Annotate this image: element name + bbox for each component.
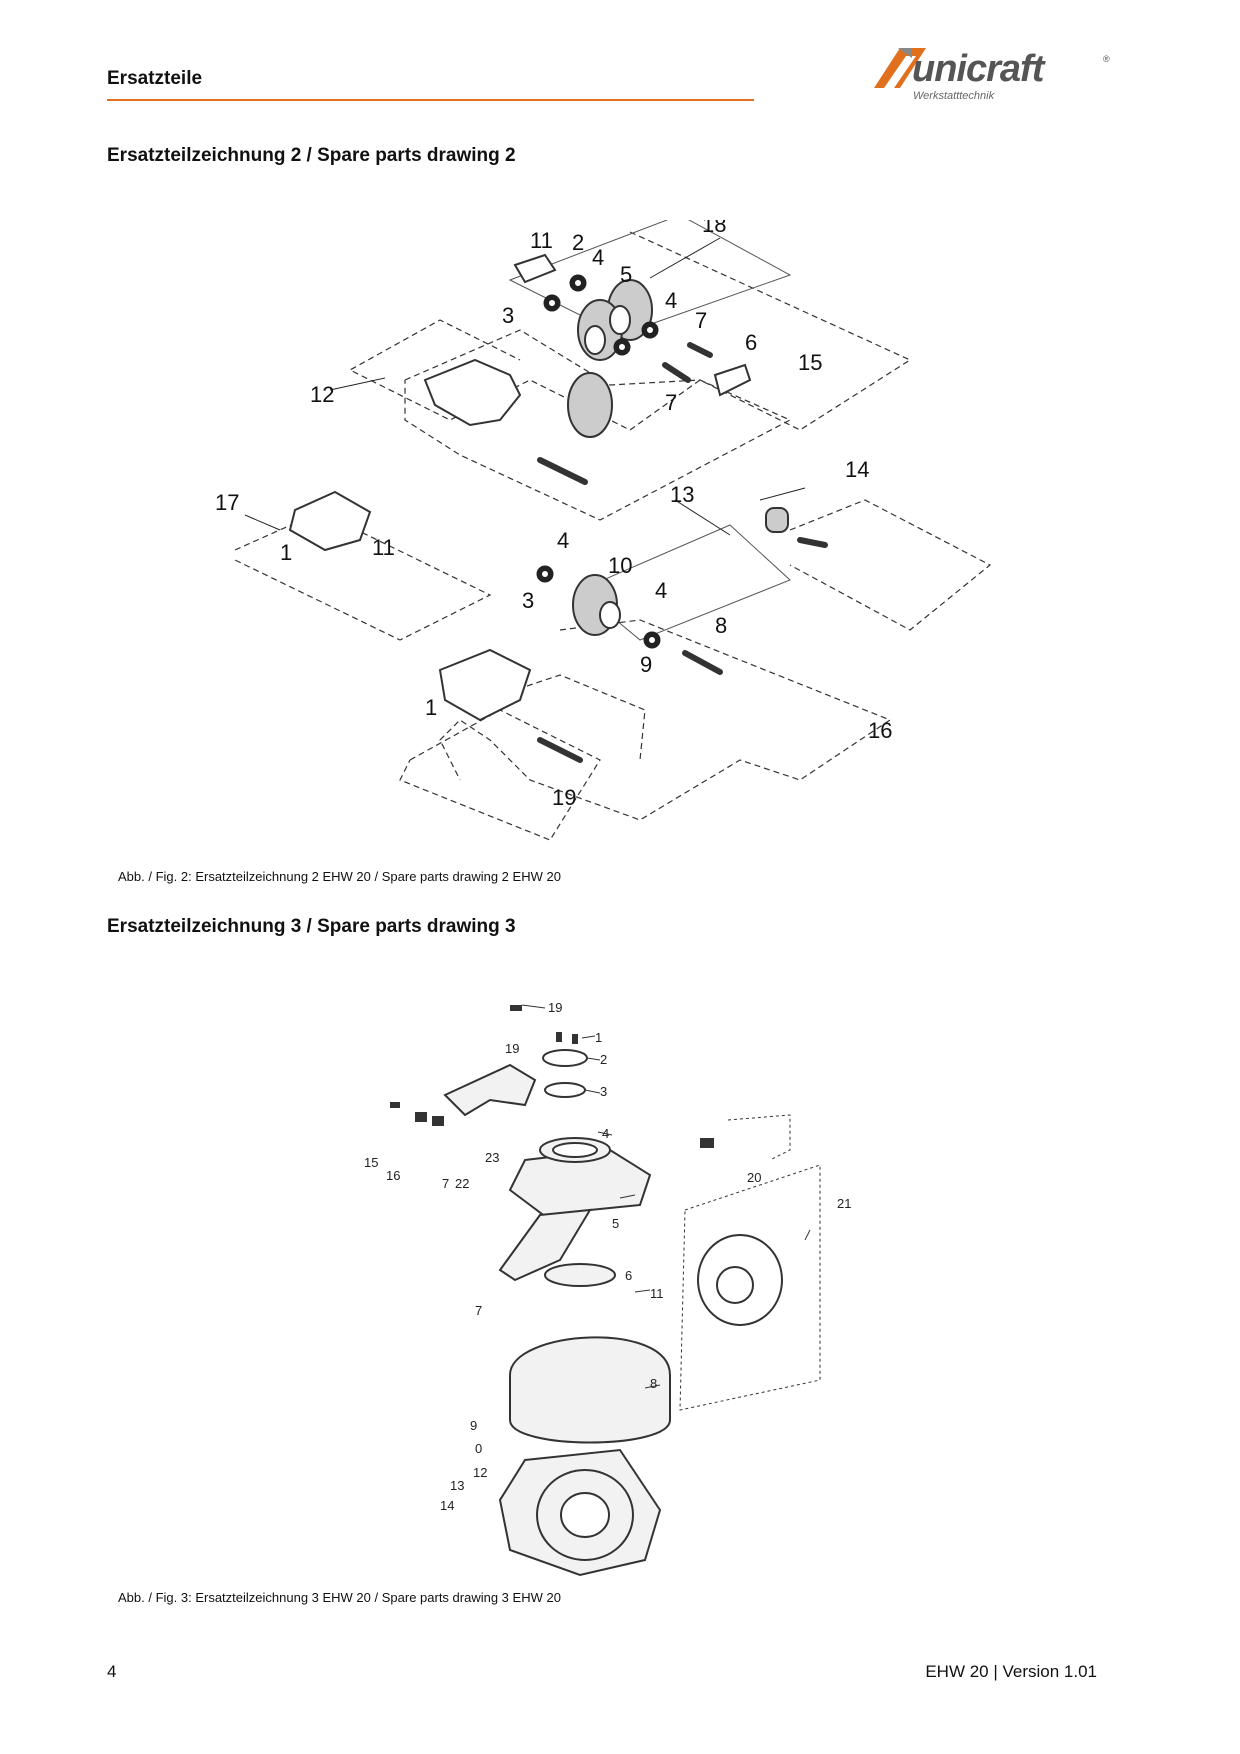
drawing2-label-3b: 3 <box>522 588 534 613</box>
drawing3-label-12: 12 <box>473 1465 487 1480</box>
drawing2-label-4a: 4 <box>592 245 604 270</box>
drawing3-label-14: 14 <box>440 1498 454 1513</box>
header-rule <box>107 99 754 101</box>
drawing3-label-9: 9 <box>470 1418 477 1433</box>
drawing2-label-2: 2 <box>572 230 584 255</box>
drawing2-label-5: 5 <box>620 262 632 287</box>
drawing3-label-4: 4 <box>602 1126 609 1141</box>
drawing2-label-4c: 4 <box>557 528 569 553</box>
drawing2-label-7a: 7 <box>695 308 707 333</box>
drawing2-label-4b: 4 <box>665 288 677 313</box>
drawing2-label-8: 8 <box>715 613 727 638</box>
drawing2-label-6: 6 <box>745 330 757 355</box>
drawing2-label-11b: 11 <box>372 535 395 560</box>
drawing3-label-3: 3 <box>600 1084 607 1099</box>
drawing2-label-18: 18 <box>702 220 726 237</box>
drawing3-label-7: 7 <box>475 1303 482 1318</box>
drawing3-label-15: 15 <box>364 1155 378 1170</box>
logo-wordmark: unicraft <box>912 48 1044 90</box>
drawing3-label-8: 8 <box>650 1376 657 1391</box>
drawing3-label-19a: 19 <box>548 1000 562 1015</box>
drawing2-label-12: 12 <box>310 382 334 407</box>
drawing2-label-4d: 4 <box>655 578 667 603</box>
drawing3-label-23: 23 <box>485 1150 499 1165</box>
drawing3-label-6: 6 <box>625 1268 632 1283</box>
logo-subtitle: Werkstatttechnik <box>913 90 995 102</box>
drawing2-title: Ersatzteilzeichnung 2 / Spare parts draw… <box>107 145 516 166</box>
drawing3-label-5: 5 <box>612 1216 619 1231</box>
unicraft-logo-icon <box>874 48 926 88</box>
drawing2-label-16: 16 <box>868 718 892 743</box>
drawing3-label-0: 0 <box>475 1441 482 1456</box>
logo-registered-mark: ® <box>1103 54 1110 64</box>
drawing2-caption: Abb. / Fig. 2: Ersatzteilzeichnung 2 EHW… <box>118 869 561 884</box>
spare-parts-drawing-2: 1 1 2 3 3 4 4 4 4 5 6 7 7 8 9 10 11 11 1… <box>215 220 992 841</box>
drawing2-label-15: 15 <box>798 350 822 375</box>
drawing3-label-13: 13 <box>450 1478 464 1493</box>
doc-version: EHW 20 | Version 1.01 <box>925 1662 1097 1681</box>
drawing2-label-14: 14 <box>845 457 869 482</box>
drawing2-label-1b: 1 <box>425 695 437 720</box>
drawing3-label-7b: 7 <box>442 1176 449 1191</box>
drawing3-label-20: 20 <box>747 1170 761 1185</box>
drawing2-label-17: 17 <box>215 490 239 515</box>
drawing2-label-19: 19 <box>552 785 576 810</box>
drawing2-label-9: 9 <box>640 652 652 677</box>
drawing2-label-13: 13 <box>670 482 694 507</box>
page-number: 4 <box>107 1662 117 1681</box>
header-title: Ersatzteile <box>107 68 203 89</box>
drawing3-label-16: 16 <box>386 1168 400 1183</box>
drawing3-label-1: 1 <box>595 1030 602 1045</box>
drawing3-label-11: 11 <box>650 1286 664 1301</box>
drawing2-label-1a: 1 <box>280 540 292 565</box>
drawing3-label-19b: 19 <box>505 1041 519 1056</box>
drawing3-label-21: 21 <box>837 1196 851 1211</box>
drawing2-label-10: 10 <box>608 553 632 578</box>
drawing3-title: Ersatzteilzeichnung 3 / Spare parts draw… <box>107 916 516 937</box>
drawing2-label-3a: 3 <box>502 303 514 328</box>
drawing3-label-2: 2 <box>600 1052 607 1067</box>
drawing3-label-22: 22 <box>455 1176 469 1191</box>
drawing2-label-7b: 7 <box>665 390 677 415</box>
drawing3-caption: Abb. / Fig. 3: Ersatzteilzeichnung 3 EHW… <box>118 1590 561 1605</box>
drawing2-label-11a: 11 <box>530 228 553 253</box>
spare-parts-drawing-3: 1 2 3 4 5 6 7 8 9 0 11 12 13 14 15 16 7 … <box>364 1000 851 1577</box>
